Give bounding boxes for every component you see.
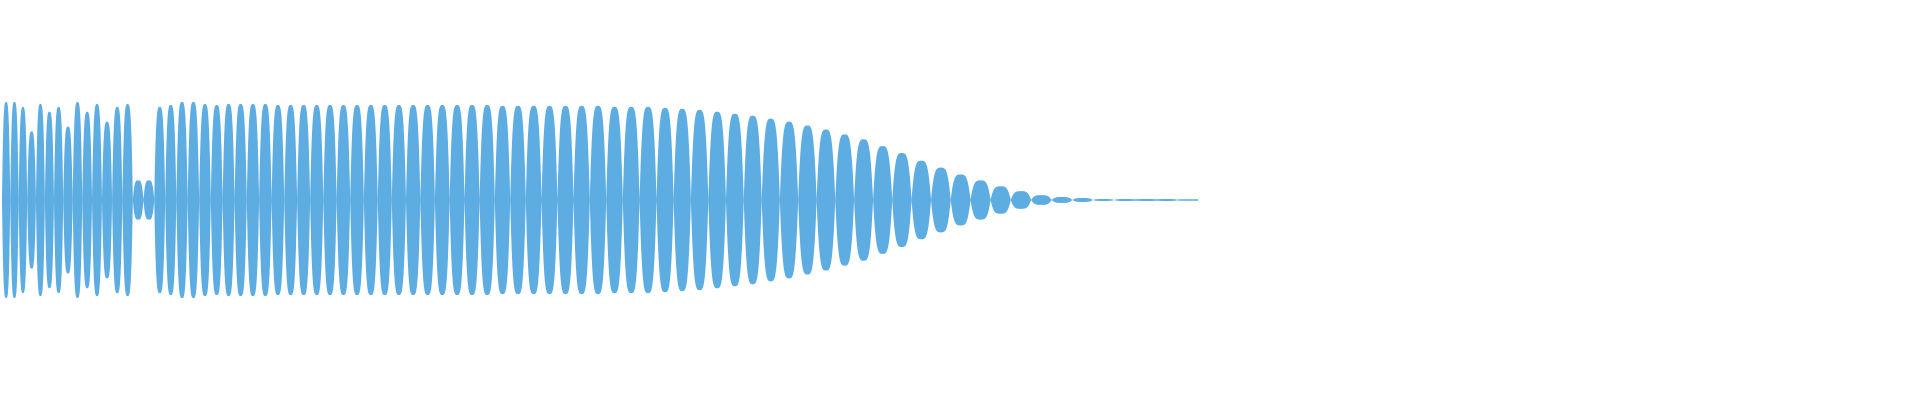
waveform-lobe (44, 111, 54, 289)
waveform-lobe (27, 131, 36, 269)
waveform-lobe (911, 160, 932, 240)
waveform-lobe (525, 105, 542, 295)
waveform-lobe (72, 102, 83, 298)
waveform-lobe (622, 106, 640, 294)
waveform-lobe (950, 174, 971, 226)
waveform-lobe (122, 103, 133, 297)
waveform-lobe (573, 105, 590, 295)
waveform-lobe (606, 106, 623, 294)
waveform-lobe (18, 106, 28, 294)
waveform-lobe (35, 103, 45, 297)
waveform-lobe (82, 111, 93, 289)
waveform-lobe (2, 102, 11, 298)
waveform-lobe (132, 180, 144, 220)
waveform-lobe (1010, 191, 1032, 209)
waveform-lobe (639, 106, 657, 294)
waveform-lobe (284, 104, 298, 296)
waveform-lobe (743, 115, 762, 285)
waveform-lobe (165, 104, 177, 296)
waveform-lobe (1093, 199, 1115, 201)
waveform-lobe (323, 104, 337, 296)
waveform-lobe (1072, 198, 1094, 202)
waveform-lobe (589, 105, 607, 295)
waveform-lobe (835, 134, 855, 266)
waveform-lobe (363, 104, 378, 296)
waveform-lobe (112, 106, 123, 294)
waveform-lobe (143, 180, 155, 220)
waveform-lobe (990, 186, 1011, 214)
waveform-lobe (154, 106, 166, 294)
waveform-lobe (854, 139, 874, 261)
waveform-group (2, 102, 1200, 298)
waveform-lobe (494, 105, 511, 295)
waveform-lobe (725, 113, 744, 287)
waveform-lobe (210, 104, 223, 296)
waveform-lobe (816, 129, 836, 271)
waveform-lobe (350, 104, 364, 296)
waveform-lobe (391, 104, 406, 296)
waveform-lobe (297, 104, 311, 296)
waveform-lobe (101, 121, 113, 279)
waveform-lobe (464, 104, 480, 296)
waveform-lobe (779, 121, 799, 279)
waveform-lobe (187, 102, 200, 298)
waveform-lobe (234, 103, 247, 297)
waveform-lobe (873, 146, 893, 254)
waveform-lobe (798, 125, 817, 275)
waveform-lobe (510, 105, 526, 295)
waveform-lobe (405, 104, 421, 296)
waveform-lobe (673, 108, 691, 292)
waveform-lobe (449, 104, 465, 296)
waveform-lobe (246, 103, 260, 297)
waveform-lobe (557, 105, 574, 295)
waveform-lobe (541, 105, 558, 295)
waveform-lobe (434, 104, 450, 296)
waveform-lobe (271, 104, 285, 296)
waveform-lobe (761, 118, 780, 282)
waveform-lobe (1051, 197, 1073, 203)
waveform-lobe (222, 103, 235, 297)
waveform-lobe (931, 167, 951, 233)
waveform-lobe (690, 109, 709, 291)
waveform-lobe (892, 152, 912, 248)
waveform-lobe (199, 103, 211, 297)
waveform-lobe (970, 180, 991, 220)
waveform-lobe (656, 107, 674, 293)
waveform-lobe (63, 126, 73, 274)
waveform-lobe (92, 103, 102, 297)
waveform-lobe (259, 103, 272, 297)
waveform-lobe (176, 102, 188, 298)
waveform-lobe (479, 104, 495, 296)
waveform-lobe (10, 102, 19, 298)
waveform-lobe (708, 111, 726, 289)
waveform-lobe (53, 106, 64, 294)
waveform-lobe (377, 104, 392, 296)
waveform-lobe (310, 104, 324, 296)
waveform-lobe (420, 104, 435, 296)
waveform-lobe (336, 104, 351, 296)
waveform-lobe (1031, 195, 1052, 205)
